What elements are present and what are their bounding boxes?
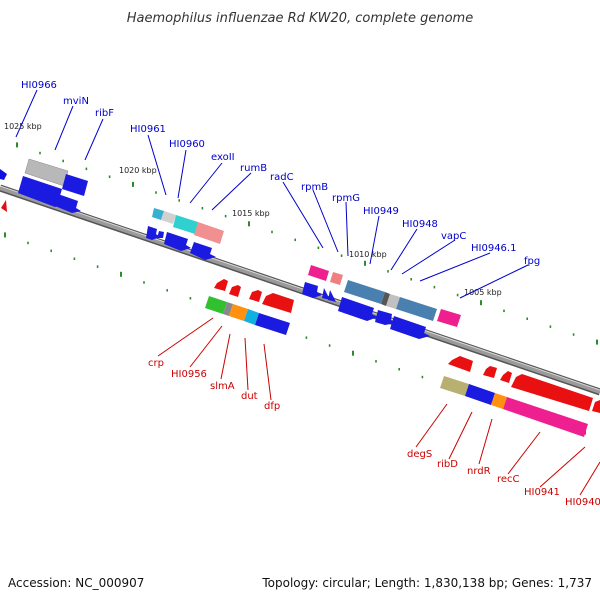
minor-tick [50,249,52,253]
top-leader-lines [15,89,529,299]
minor-tick [549,325,552,328]
minor-tick [398,368,400,371]
bottom-gene-labels: crp HI0956 slmA dut dfp degS ribD nrdR r… [148,358,600,508]
gene-label-fpg[interactable]: fpg [524,256,540,267]
accession-text: Accession: NC_000907 [8,576,144,590]
gene-label-radC[interactable]: radC [270,172,294,183]
major-tick [4,232,6,238]
gene-cluster-2 [146,208,224,260]
gene-label-HI0946-1[interactable]: HI0946.1 [471,243,516,254]
gene-label-HI0960[interactable]: HI0960 [169,139,205,150]
minor-tick [62,159,64,163]
minor-tick [572,333,575,336]
minor-tick [433,285,436,289]
minor-tick [108,175,111,178]
minor-tick [340,254,343,257]
gene-block [62,174,88,196]
genome-backbone [0,184,600,396]
topology-text: Topology: circular; Length: 1,830,138 bp… [261,576,592,590]
minor-tick [39,151,41,155]
gene-label-HI0948[interactable]: HI0948 [402,219,438,230]
gene-label-HI0940[interactable]: HI0940 [565,497,600,508]
gene-label-HI0966[interactable]: HI0966 [21,80,57,91]
gene-arrow [1,200,7,212]
kbp-label-1010: 1010 kbp [349,250,387,259]
gene-label-HI0941[interactable]: HI0941 [524,487,560,498]
gene-label-dut[interactable]: dut [241,391,258,402]
upper-tick-track [16,142,598,345]
gene-label-ribF[interactable]: ribF [95,108,114,119]
minor-tick [73,257,76,260]
major-tick [364,260,366,266]
gene-label-HI0949[interactable]: HI0949 [363,206,399,217]
gene-label-rpmB[interactable]: rpmB [301,182,328,193]
minor-tick [189,297,192,300]
gene-label-vapC[interactable]: vapC [441,231,466,242]
major-tick [352,350,354,356]
minor-tick [456,293,459,297]
minor-tick [526,317,528,320]
major-tick [132,181,134,187]
major-tick [120,271,122,277]
gene-label-nrdR[interactable]: nrdR [467,466,491,477]
minor-tick [85,167,88,171]
gene-label-dfp[interactable]: dfp [264,401,280,412]
major-tick [596,339,598,345]
minor-tick [143,281,145,284]
kbp-label-1020: 1020 kbp [119,166,157,175]
minor-tick [27,241,29,245]
gene-label-crp[interactable]: crp [148,358,164,369]
gene-label-slmA[interactable]: slmA [210,381,235,392]
minor-tick [271,230,273,234]
major-tick [248,221,250,227]
gene-label-degS[interactable]: degS [407,449,432,460]
minor-tick [387,270,389,273]
minor-tick [96,265,99,268]
minor-tick [328,344,331,347]
gene-label-HI0961[interactable]: HI0961 [130,124,166,135]
minor-tick [305,336,308,339]
minor-tick [375,360,377,363]
minor-tick [503,309,505,313]
gene-arrow [18,176,66,207]
minor-tick [294,238,296,242]
minor-tick [166,289,168,292]
minor-tick [410,278,412,281]
minor-tick [155,191,157,194]
gene-cluster-1 [0,158,88,213]
minor-tick [201,207,204,210]
top-gene-labels: HI0966 mviN ribF HI0961 HI0960 exoII rum… [21,80,540,267]
minor-tick [224,214,227,218]
bottom-leader-lines [157,317,600,496]
kbp-label-1025: 1025 kbp [4,122,42,131]
gene-label-HI0956[interactable]: HI0956 [171,369,207,380]
kbp-label-1005: 1005 kbp [464,288,502,297]
gene-label-rpmG[interactable]: rpmG [332,193,360,204]
gene-arrow [55,194,81,213]
gene-cluster-4 [440,356,600,437]
minor-tick [421,375,424,379]
gene-label-recC[interactable]: recC [497,474,520,485]
minor-tick [178,199,180,202]
genome-title: Haemophilus influenzae Rd KW20, complete… [127,11,473,26]
gene-cluster-3 [302,265,461,339]
minor-tick [317,246,320,249]
major-tick [16,142,18,148]
gene-label-mviN[interactable]: mviN [63,96,89,107]
gene-cluster-2-reverse [205,279,294,335]
gene-label-exoII[interactable]: exoII [211,152,235,163]
major-tick [480,300,482,306]
kbp-scale: 1025 kbp 1020 kbp 1015 kbp 1010 kbp 1005… [4,122,502,297]
gene-label-rumB[interactable]: rumB [240,163,267,174]
gene-label-ribD[interactable]: ribD [437,459,458,470]
kbp-label-1015: 1015 kbp [232,209,270,218]
